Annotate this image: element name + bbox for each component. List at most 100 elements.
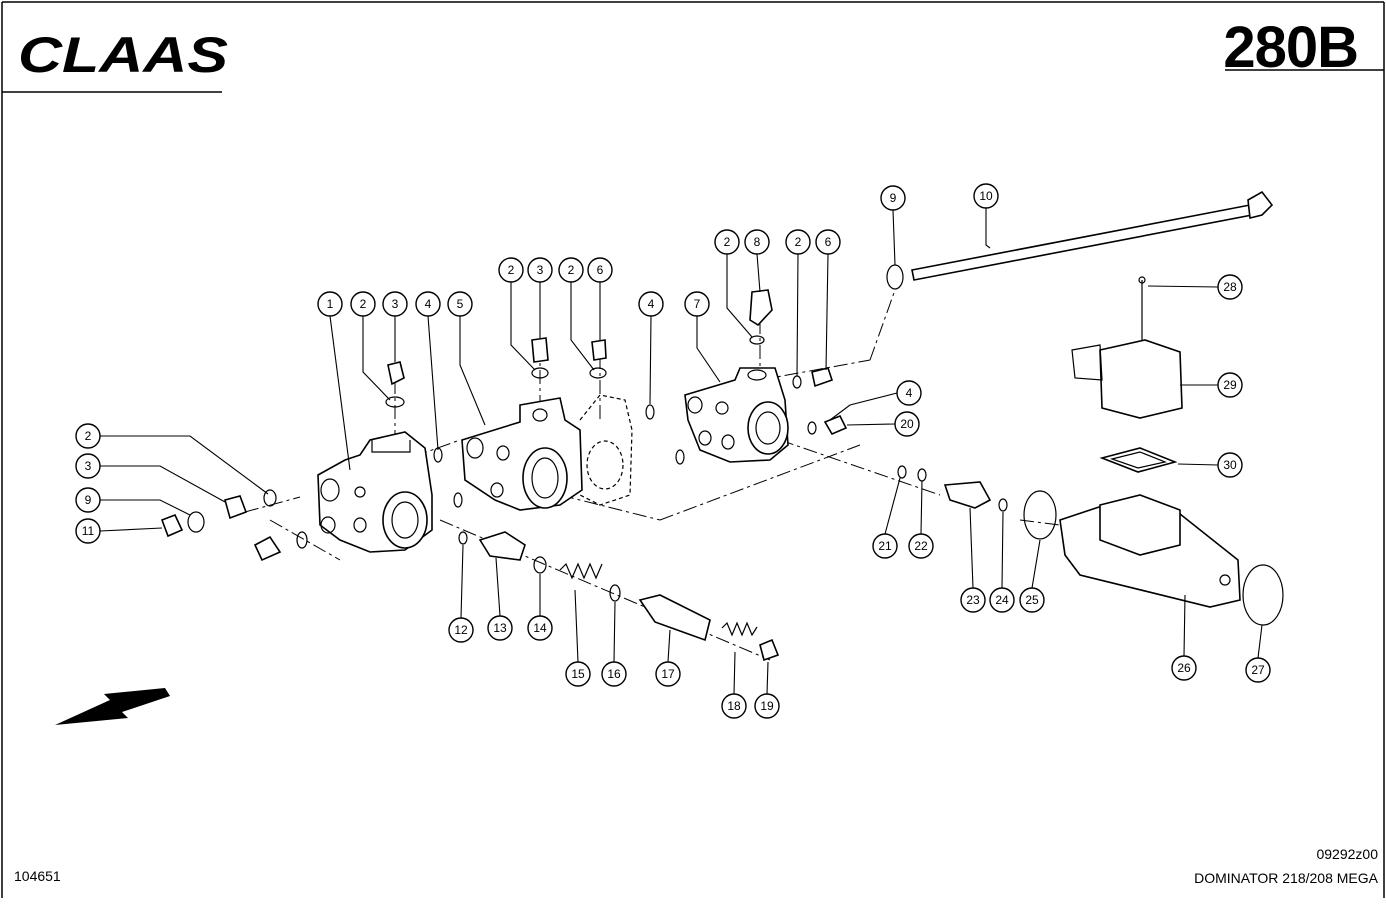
svg-text:2: 2: [360, 297, 367, 311]
callout-26: 26: [1171, 655, 1197, 681]
svg-text:11: 11: [82, 524, 95, 538]
svg-text:4: 4: [648, 297, 655, 311]
callout-3: 3: [527, 257, 553, 283]
callout-25: 25: [1019, 587, 1045, 613]
spool-parts: [458, 531, 780, 662]
callout-16: 16: [601, 661, 627, 687]
svg-text:23: 23: [966, 593, 980, 607]
callout-15: 15: [565, 661, 591, 687]
brand-name: CLAAS: [18, 27, 228, 83]
svg-text:26: 26: [1177, 661, 1191, 675]
callout-5: 5: [447, 291, 473, 317]
callout-1: 1: [317, 291, 343, 317]
valve-block-1: [317, 431, 433, 553]
callout-2: 2: [498, 257, 524, 283]
svg-text:21: 21: [878, 539, 892, 553]
svg-text:5: 5: [457, 297, 464, 311]
callout-4: 4: [638, 291, 664, 317]
svg-text:29: 29: [1223, 378, 1237, 392]
callout-18: 18: [721, 693, 747, 719]
callout-14: 14: [527, 615, 553, 641]
callout-27: 27: [1245, 657, 1271, 683]
valve-block-2: [461, 397, 583, 511]
svg-text:6: 6: [825, 235, 832, 249]
svg-text:19: 19: [760, 699, 774, 713]
callout-6: 6: [815, 229, 841, 255]
svg-text:2: 2: [795, 235, 802, 249]
svg-text:12: 12: [454, 623, 468, 637]
callout-13: 13: [487, 615, 513, 641]
callout-2: 2: [558, 257, 584, 283]
callout-10: 10: [973, 183, 999, 209]
svg-text:10: 10: [979, 189, 993, 203]
callout-8: 8: [744, 229, 770, 255]
callout-4: 4: [896, 380, 922, 406]
callout-29: 29: [1217, 372, 1243, 398]
svg-text:2: 2: [508, 263, 515, 277]
callout-6: 6: [587, 257, 613, 283]
svg-text:4: 4: [906, 386, 913, 400]
svg-text:2: 2: [85, 429, 92, 443]
tie-bolt: [886, 190, 1274, 290]
callout-11: 11: [75, 518, 101, 544]
svg-text:1: 1: [327, 297, 334, 311]
valve-block-2-ghost: [579, 394, 633, 506]
svg-text:9: 9: [85, 493, 92, 507]
drawing-code: 09292z00: [1316, 846, 1378, 862]
leader-lines: [99, 208, 1263, 695]
callout-2: 2: [785, 229, 811, 255]
svg-text:8: 8: [754, 235, 761, 249]
direction-arrow-icon: [55, 688, 170, 725]
callout-30: 30: [1217, 452, 1243, 478]
callout-9: 9: [75, 487, 101, 513]
svg-text:22: 22: [914, 539, 928, 553]
fittings: [160, 289, 848, 562]
callout-22: 22: [908, 533, 934, 559]
svg-text:13: 13: [493, 621, 507, 635]
callout-3: 3: [382, 291, 408, 317]
callout-2: 2: [350, 291, 376, 317]
doc-number: 104651: [14, 868, 61, 884]
svg-text:16: 16: [607, 667, 621, 681]
claas-logo: CLAAS: [18, 27, 228, 83]
svg-text:27: 27: [1251, 663, 1265, 677]
solenoid-assembly: [897, 276, 1284, 626]
svg-text:15: 15: [571, 667, 585, 681]
svg-text:2: 2: [724, 235, 731, 249]
callout-2: 2: [714, 229, 740, 255]
callout-19: 19: [754, 693, 780, 719]
svg-text:30: 30: [1223, 458, 1237, 472]
callout-17: 17: [655, 661, 681, 687]
callout-2: 2: [75, 423, 101, 449]
svg-text:9: 9: [890, 191, 897, 205]
svg-text:6: 6: [597, 263, 604, 277]
model-name: DOMINATOR 218/208 MEGA: [1194, 870, 1378, 886]
callout-4: 4: [415, 291, 441, 317]
svg-text:2: 2: [568, 263, 575, 277]
svg-text:28: 28: [1223, 280, 1237, 294]
callout-20: 20: [894, 411, 920, 437]
svg-text:20: 20: [900, 417, 914, 431]
page-code: 280B: [1223, 15, 1359, 80]
svg-text:25: 25: [1025, 593, 1039, 607]
callout-12: 12: [448, 617, 474, 643]
valve-block-3: [684, 367, 789, 463]
svg-text:7: 7: [694, 297, 701, 311]
svg-text:18: 18: [727, 699, 741, 713]
callout-21: 21: [872, 533, 898, 559]
svg-text:3: 3: [85, 459, 92, 473]
svg-text:14: 14: [533, 621, 547, 635]
callout-24: 24: [989, 587, 1015, 613]
svg-text:3: 3: [392, 297, 399, 311]
callout-7: 7: [684, 291, 710, 317]
svg-text:4: 4: [425, 297, 432, 311]
callout-9: 9: [880, 185, 906, 211]
svg-text:3: 3: [537, 263, 544, 277]
svg-text:24: 24: [995, 593, 1009, 607]
svg-text:17: 17: [661, 667, 675, 681]
callout-3: 3: [75, 453, 101, 479]
callout-28: 28: [1217, 274, 1243, 300]
